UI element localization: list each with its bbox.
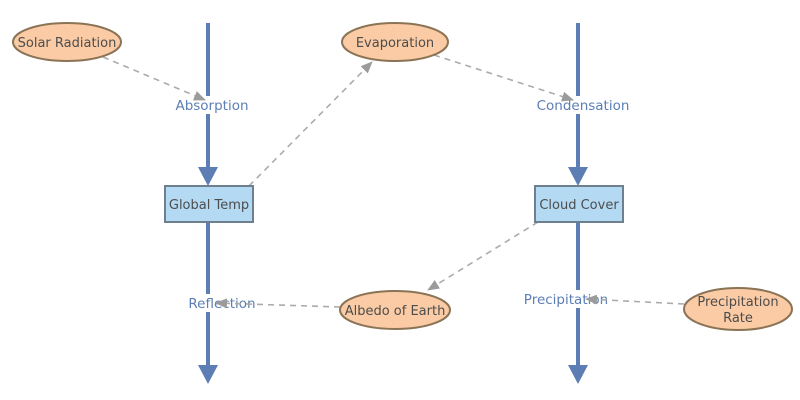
flow-absorption-arrowhead-icon [198,167,218,186]
node-global-temp[interactable]: Global Temp [164,185,254,223]
precipitation-rate-label-line2: Rate [723,311,753,326]
solar-radiation-ellipse[interactable] [12,22,122,62]
flow-precipitation-arrowhead-icon [568,365,588,384]
global-temp-label: Global Temp [169,198,249,213]
flow-reflection-arrowhead-icon [198,365,218,384]
link-cloud-cover-to-albedo[interactable] [427,221,539,291]
flow-absorption-label-bg [170,96,254,114]
link-albedo-to-reflection[interactable] [215,298,341,309]
flow-absorption-label: Absorption [175,98,248,114]
solar-radiation-label: Solar Radiation [18,36,117,51]
flow-condensation-label: Condensation [537,98,630,114]
link-solar-radiation-to-absorption[interactable] [102,56,206,101]
node-cloud-cover[interactable]: Cloud Cover [534,185,624,223]
link-precipitation-rate-to-precipitation[interactable] [585,294,685,305]
flow-reflection-label: Reflection [188,296,255,312]
evaporation-label: Evaporation [356,36,434,51]
flow-condensation-label-bg [532,96,634,114]
node-albedo-of-earth[interactable]: Albedo of Earth [339,290,451,330]
albedo-of-earth-label: Albedo of Earth [345,304,446,319]
link-global-temp-to-evaporation[interactable] [248,61,373,187]
node-evaporation[interactable]: Evaporation [341,22,449,62]
global-temp-rect[interactable] [164,185,254,223]
cloud-cover-rect[interactable] [534,185,624,223]
precipitation-rate-label-line1: Precipitation [697,295,778,310]
precipitation-rate-ellipse[interactable] [683,287,793,331]
link-evaporation-to-condensation[interactable] [433,54,574,102]
cloud-cover-label: Cloud Cover [539,198,619,213]
albedo-of-earth-ellipse[interactable] [339,290,451,330]
node-precipitation-rate[interactable]: Precipitation Rate [683,287,793,331]
evaporation-ellipse[interactable] [341,22,449,62]
flow-condensation-arrowhead-icon [568,167,588,186]
node-solar-radiation[interactable]: Solar Radiation [12,22,122,62]
